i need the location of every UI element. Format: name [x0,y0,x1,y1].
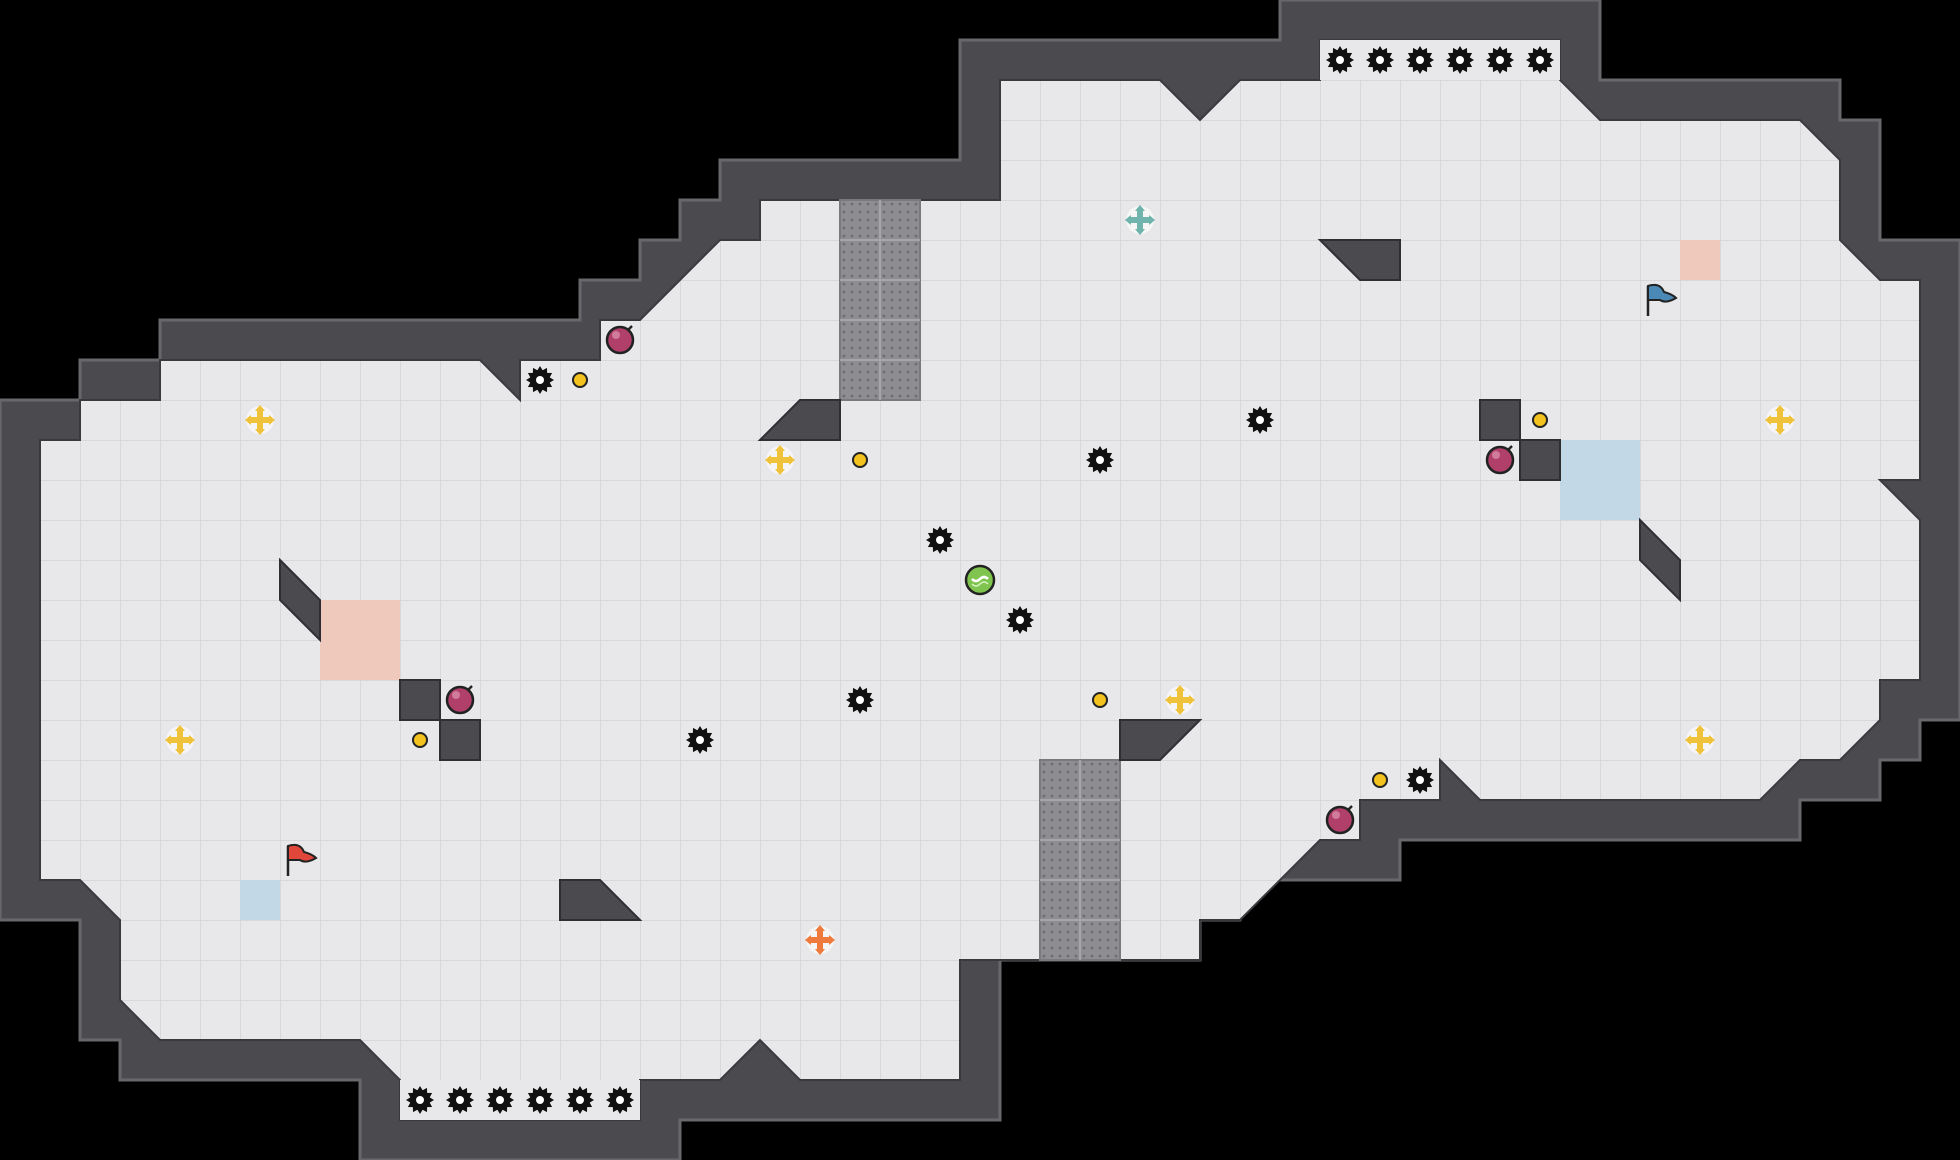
saw-strip-bottom [400,1080,640,1120]
bomb-icon [1485,445,1515,475]
red-flag-icon [286,843,318,876]
coins [412,372,1548,788]
bomb-icon [605,325,635,355]
saw-blade-icon [526,1086,554,1114]
saw-blade-icon [1486,46,1514,74]
saw-blade-icon [686,726,714,754]
move-pad-icon [1125,205,1155,235]
saw-blade-icon [1406,46,1434,74]
move-pads [165,205,1795,955]
bombs [445,325,1515,835]
ramps [279,239,1681,921]
move-pad-icon [245,405,275,435]
flags [286,283,1678,876]
saw-blade-icon [1006,606,1034,634]
saw-blade-icon [846,686,874,714]
saw-blade-icon [606,1086,634,1114]
blue-flag-icon [1646,283,1678,316]
coin-icon [1092,692,1108,708]
saw-blade-icon [486,1086,514,1114]
bomb-icon [1325,805,1355,835]
move-pad-icon [1165,685,1195,715]
player-ball-icon[interactable] [964,564,996,596]
move-pad-icon [765,445,795,475]
player [964,564,996,596]
saws [406,46,1554,1114]
move-pad-icon [1765,405,1795,435]
saw-blade-icon [1086,446,1114,474]
saw-blade-icon [1446,46,1474,74]
red-zone [320,240,1720,680]
saw-strip-top [1320,40,1560,80]
move-pad-icon [165,725,195,755]
wall-blocks [399,399,1561,761]
saw-blade-icon [1326,46,1354,74]
saw-blade-icon [1366,46,1394,74]
saw-blade-icon [406,1086,434,1114]
saw-blade-icon [446,1086,474,1114]
saw-blade-icon [566,1086,594,1114]
saw-blade-icon [926,526,954,554]
blue-zone [240,440,1640,920]
move-pad-icon [1685,725,1715,755]
coin-icon [1372,772,1388,788]
coin-icon [1532,412,1548,428]
bomb-icon [445,685,475,715]
saw-blade-icon [1526,46,1554,74]
coin-icon [852,452,868,468]
grate-seams [840,200,1120,960]
coin-icon [572,372,588,388]
saw-blade-icon [1406,766,1434,794]
saw-blade-icon [526,366,554,394]
saw-blade-icon [1246,406,1274,434]
coin-icon [412,732,428,748]
move-pad-icon [805,925,835,955]
